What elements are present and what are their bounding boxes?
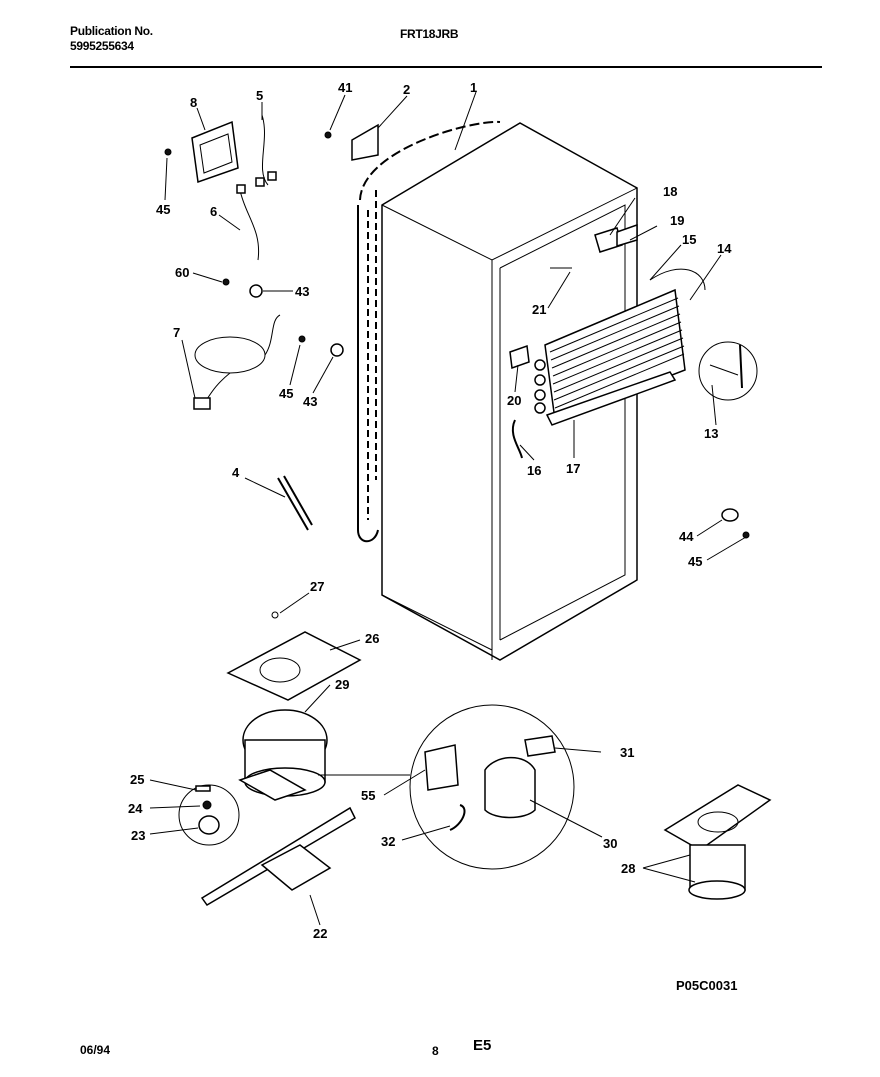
- callout-24: 24: [128, 801, 143, 816]
- callout-4: 4: [232, 465, 240, 480]
- callout-13: 13: [704, 426, 718, 441]
- callout-16: 16: [527, 463, 541, 478]
- header-rule: [70, 66, 822, 68]
- callout-7: 7: [173, 325, 180, 340]
- callout-14: 14: [717, 241, 732, 256]
- callout-45-middle: 45: [279, 386, 293, 401]
- footer-date: 06/94: [80, 1043, 111, 1057]
- callout-6: 6: [210, 204, 217, 219]
- callout-23: 23: [131, 828, 145, 843]
- callout-32: 32: [381, 834, 395, 849]
- callout-25: 25: [130, 772, 144, 787]
- publication-number: 5995255634: [70, 39, 134, 53]
- callout-22: 22: [313, 926, 327, 941]
- callout-20: 20: [507, 393, 521, 408]
- condenser-coil: [357, 120, 501, 543]
- leader-lines: [149, 91, 747, 926]
- figure-code: P05C0031: [676, 978, 738, 993]
- callout-45-upper: 45: [156, 202, 170, 217]
- footer-section: E5: [473, 1037, 492, 1054]
- callout-29: 29: [335, 677, 349, 692]
- publication-label: Publication No.: [70, 24, 153, 38]
- callout-31: 31: [620, 745, 634, 760]
- callout-44: 44: [679, 529, 694, 544]
- callout-2: 2: [403, 82, 410, 97]
- callout-60: 60: [175, 265, 189, 280]
- callout-8: 8: [190, 95, 197, 110]
- callout-27: 27: [310, 579, 324, 594]
- callout-26: 26: [365, 631, 379, 646]
- refrigerator-cabinet: [381, 122, 638, 661]
- small-parts: [164, 114, 758, 539]
- compressor-section: [178, 611, 772, 906]
- callout-43-upper: 43: [295, 284, 309, 299]
- callout-55: 55: [361, 788, 375, 803]
- callout-17: 17: [566, 461, 580, 476]
- callout-1: 1: [470, 80, 477, 95]
- callout-41: 41: [338, 80, 352, 95]
- callout-19: 19: [670, 213, 684, 228]
- model-number: FRT18JRB: [400, 27, 459, 41]
- evaporator: [534, 268, 706, 426]
- callout-5: 5: [256, 88, 263, 103]
- callout-45-right: 45: [688, 554, 702, 569]
- callout-43-lower: 43: [303, 394, 317, 409]
- callout-28: 28: [621, 861, 635, 876]
- callout-18: 18: [663, 184, 677, 199]
- callout-labels: 1 2 4 5 6 7 8 13 14 15 16 17 18 19 20 21…: [128, 80, 732, 941]
- callout-21: 21: [532, 302, 546, 317]
- callout-15: 15: [682, 232, 696, 247]
- footer-page-number: 8: [432, 1044, 439, 1058]
- callout-30: 30: [603, 836, 617, 851]
